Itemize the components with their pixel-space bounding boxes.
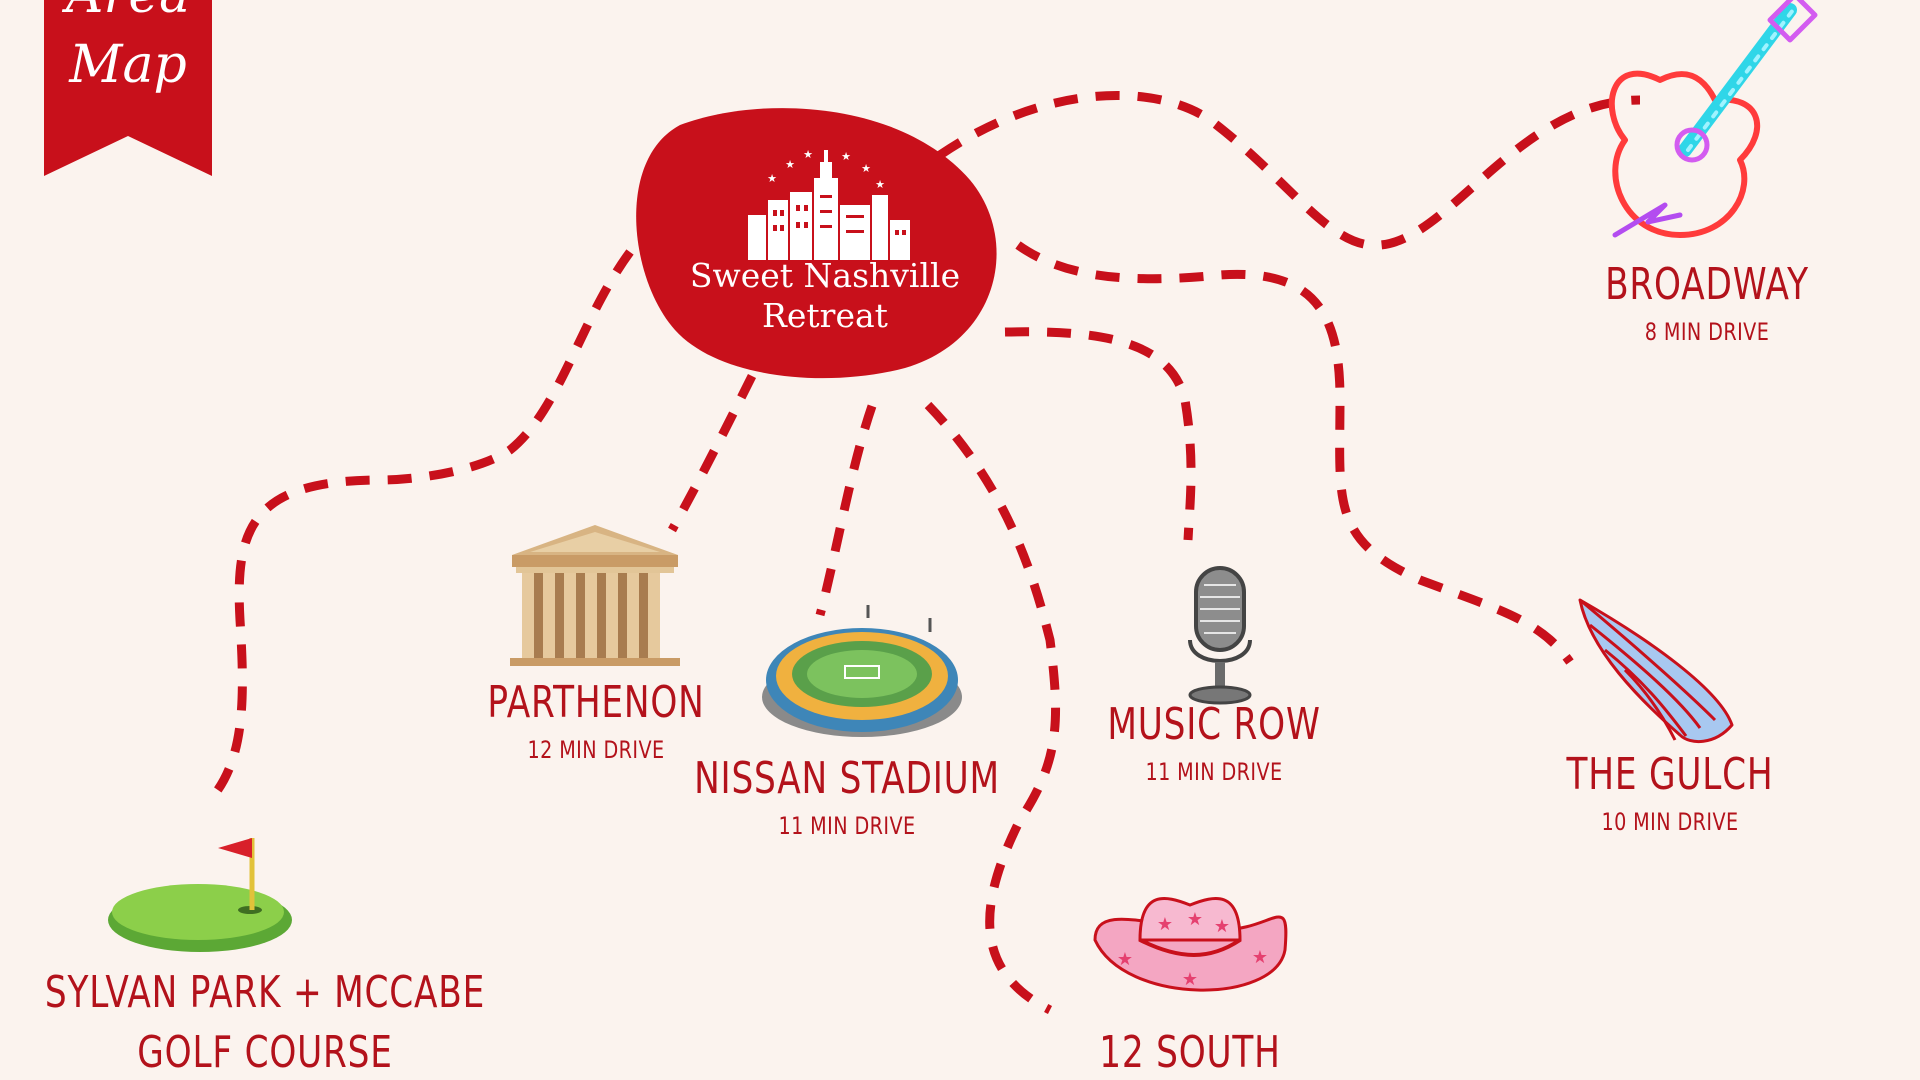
- destination-name: BROADWAY: [1605, 259, 1809, 310]
- destination-name: 12 SOUTH: [1099, 1027, 1281, 1078]
- route-parthenon: [668, 373, 757, 533]
- banner-line-2: Map: [69, 35, 187, 95]
- svg-text:★: ★: [1187, 909, 1203, 930]
- route-nissan: [815, 404, 877, 617]
- destination-drive-time: 11 MIN DRIVE: [778, 812, 916, 841]
- destination-drive-time: 11 MIN DRIVE: [1145, 758, 1283, 787]
- route-broadway: [937, 91, 1641, 250]
- svg-text:★: ★: [803, 148, 813, 161]
- retreat-name-line-2: Retreat: [762, 296, 888, 335]
- route-12south: [924, 401, 1061, 1015]
- svg-text:★: ★: [841, 150, 851, 163]
- svg-text:★: ★: [767, 172, 777, 185]
- destination-name: SYLVAN PARK + MCCABE: [44, 967, 486, 1018]
- destination-name: THE GULCH: [1566, 749, 1774, 800]
- destination-sylvan-park: SYLVAN PARK + MCCABE GOLF COURSE: [0, 967, 547, 1079]
- destination-nissan-stadium: NISSAN STADIUM 11 MIN DRIVE: [651, 753, 1043, 841]
- area-map-banner: [44, 0, 212, 176]
- destination-parthenon: PARTHENON 12 MIN DRIVE: [457, 677, 735, 765]
- neon-guitar-icon: [1608, 0, 1818, 238]
- golf-green-icon: [108, 838, 292, 952]
- banner-line-1: Area: [44, 0, 212, 24]
- svg-text:★: ★: [1252, 947, 1268, 968]
- destination-name: MUSIC ROW: [1107, 699, 1321, 750]
- svg-text:★: ★: [1157, 914, 1173, 935]
- destination-name: PARTHENON: [487, 677, 705, 728]
- route-musicrow: [1004, 327, 1196, 541]
- destination-the-gulch: THE GULCH 10 MIN DRIVE: [1537, 749, 1802, 837]
- svg-text:★: ★: [1182, 969, 1198, 990]
- route-gulch: [1015, 241, 1574, 665]
- cowboy-hat-icon: ★ ★ ★ ★ ★ ★: [1093, 896, 1288, 992]
- destination-name-line-2: GOLF COURSE: [137, 1027, 393, 1079]
- destination-broadway: BROADWAY 8 MIN DRIVE: [1576, 259, 1837, 347]
- svg-text:★: ★: [785, 158, 795, 171]
- destination-drive-time: 8 MIN DRIVE: [1644, 318, 1770, 347]
- microphone-icon: [1188, 566, 1252, 705]
- destination-drive-time: 12 MIN DRIVE: [527, 736, 665, 765]
- wing-icon: [1578, 598, 1734, 744]
- city-skyline-icon: ★ ★ ★ ★ ★ ★: [748, 148, 910, 260]
- destination-name: NISSAN STADIUM: [694, 753, 1000, 804]
- retreat-name: Sweet Nashville Retreat: [655, 256, 995, 336]
- routes: [206, 91, 1641, 1015]
- retreat-name-line-1: Sweet Nashville: [689, 256, 961, 295]
- destination-music-row: MUSIC ROW 11 MIN DRIVE: [1077, 699, 1351, 787]
- stadium-icon: [762, 605, 962, 737]
- svg-text:★: ★: [861, 162, 871, 175]
- svg-text:★: ★: [875, 178, 885, 191]
- route-sylvan: [206, 249, 634, 803]
- destination-drive-time: 10 MIN DRIVE: [1601, 808, 1739, 837]
- svg-text:★: ★: [1117, 949, 1133, 970]
- destination-12-south: 12 SOUTH: [1074, 1027, 1307, 1078]
- svg-text:★: ★: [1214, 916, 1230, 937]
- parthenon-icon: [510, 525, 680, 666]
